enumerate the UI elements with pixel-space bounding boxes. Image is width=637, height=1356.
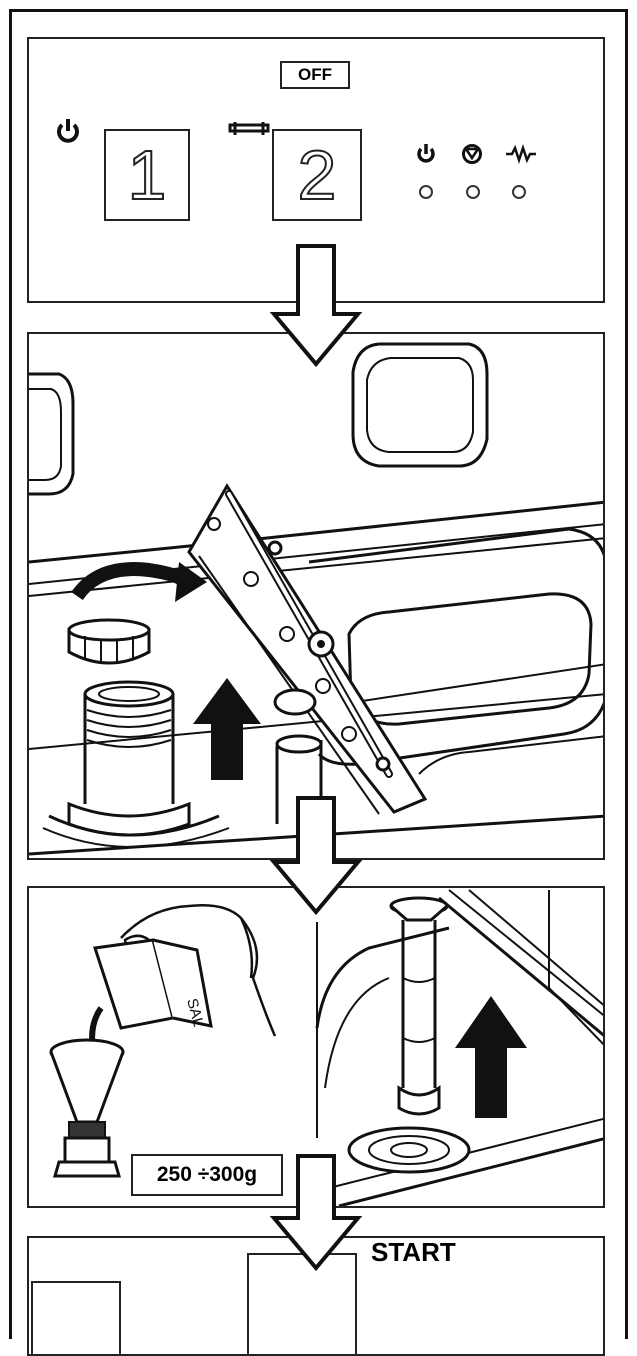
button-box — [31, 1281, 121, 1356]
power-icon — [53, 117, 83, 147]
heater-icon — [505, 145, 537, 163]
button-2: 2 — [272, 129, 362, 221]
led-power — [419, 185, 433, 199]
off-button: OFF — [280, 61, 350, 89]
salt-quantity-label: 250 ÷300g — [131, 1154, 283, 1196]
led-pump — [466, 185, 480, 199]
start-label: START — [371, 1237, 456, 1268]
down-arrow-2 — [270, 796, 362, 916]
rack-icon — [229, 121, 269, 137]
overflow-removal-step — [27, 332, 605, 860]
button-1: 1 — [104, 129, 190, 221]
power-led-icon — [415, 143, 437, 165]
down-arrow-3 — [270, 1154, 362, 1272]
led-heater — [512, 185, 526, 199]
pump-icon — [461, 143, 483, 165]
tank-illustration — [29, 334, 605, 860]
down-arrow-1 — [270, 244, 362, 368]
